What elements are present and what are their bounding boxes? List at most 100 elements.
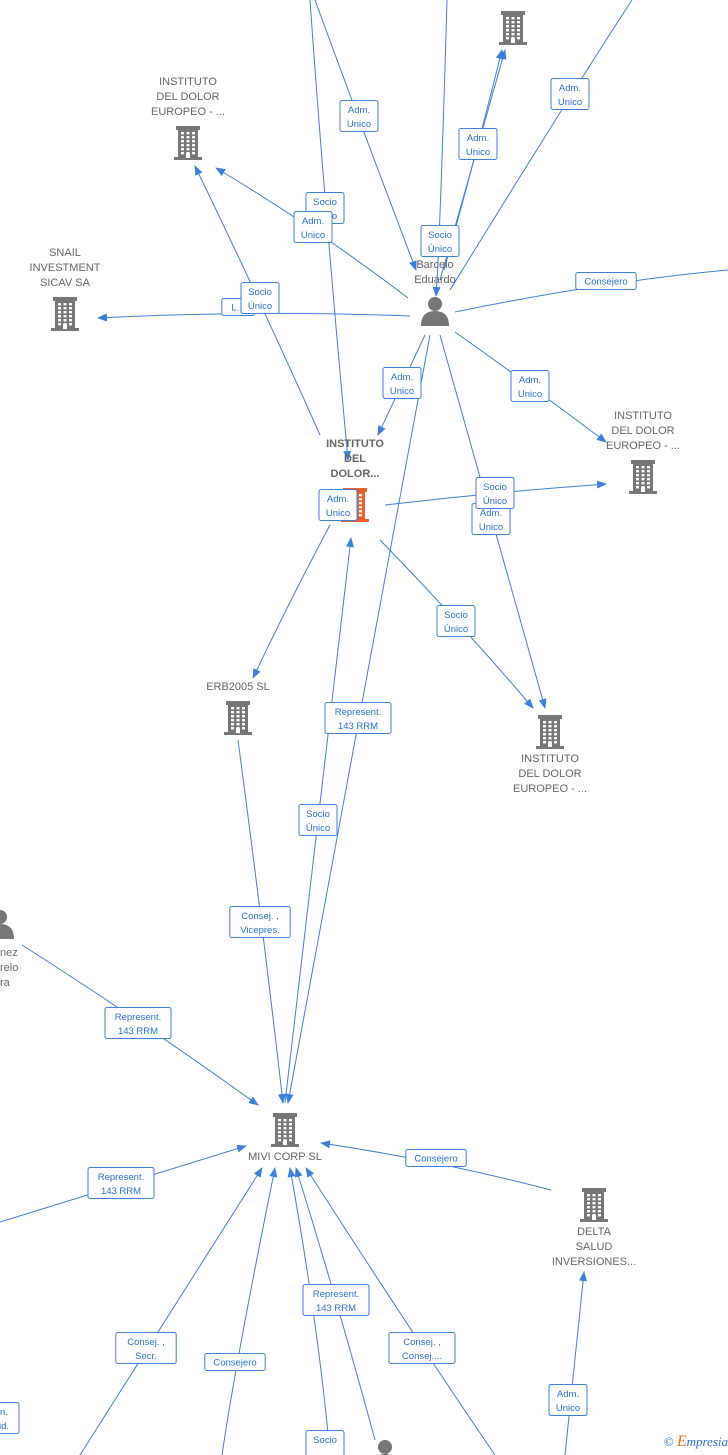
edge-label-text: n.: [0, 1407, 8, 1418]
edge-label-text: Socio: [428, 230, 452, 241]
node-label-line: INSTITUTO: [614, 410, 672, 422]
edge-label-0[interactable]: Adm.Unico: [339, 100, 379, 132]
brand-initial: E: [676, 1433, 687, 1450]
node-erb2005[interactable]: ERB2005 SL: [206, 681, 270, 735]
edge-label-text: Unico: [479, 522, 503, 533]
edge-label-27[interactable]: Socio...: [305, 1430, 345, 1455]
edge-label-text: Consejero: [414, 1154, 457, 1165]
edge-label-text: Socio: [306, 809, 330, 820]
edge-label-text: Unico: [466, 147, 490, 158]
edge-label-text: Socio: [313, 1435, 337, 1446]
node-label-line: nez: [0, 947, 18, 959]
node-label-line: DEL: [344, 453, 366, 465]
edge-label-19[interactable]: Consejero: [405, 1149, 467, 1167]
edge-label-15[interactable]: Represent.143 RRM: [324, 702, 392, 734]
building-icon: [174, 126, 202, 160]
edge-label-text: Único: [483, 496, 507, 507]
building-icon: [580, 1188, 608, 1222]
edge-label-text: Consejero: [213, 1358, 256, 1369]
edge-label-text: Adm.: [467, 133, 489, 144]
edge-label-text: 143 RRM: [118, 1026, 158, 1037]
edge-label-text: Adm.: [327, 494, 349, 505]
edge-label-text: Adm.: [348, 105, 370, 116]
edge-label-text: Represent.: [115, 1012, 161, 1023]
edge-label-17[interactable]: Consej. ,Vicepres.: [229, 906, 291, 938]
edge-label-text: 143 RRM: [316, 1303, 356, 1314]
edge-label-text: Represent.: [98, 1172, 144, 1183]
edge-label-text: Unico: [518, 389, 542, 400]
edge-label-24[interactable]: Consej. ,Consej....: [388, 1332, 456, 1364]
node-person-left[interactable]: nez relo ra: [0, 910, 18, 989]
person-icon: [378, 1440, 392, 1455]
edge-label-9[interactable]: Adm.Unico: [382, 367, 422, 399]
node-label-line: SNAIL: [49, 247, 81, 259]
edge-label-25[interactable]: Adm.Unico: [548, 1384, 588, 1416]
edge-label-text: id.: [0, 1421, 9, 1432]
person-icon: [0, 910, 14, 939]
edge-label-1[interactable]: Adm. Unico: [550, 78, 590, 110]
node-top-company[interactable]: EUROPEO - ...: [476, 0, 550, 45]
node-label-line: INSTITUTO: [326, 438, 384, 450]
edge-label-text: Único: [248, 301, 272, 312]
edge-label-text: Represent.: [313, 1289, 359, 1300]
edge-label-text: Socio: [248, 287, 272, 298]
edge-label-text: 143 RRM: [101, 1186, 141, 1197]
brand-watermark: © Empresia: [664, 1433, 728, 1451]
node-label-line: EUROPEO - ...: [513, 783, 587, 795]
node-mivi[interactable]: MIVI CORP SL: [248, 1113, 322, 1163]
node-label-line: DELTA: [577, 1226, 611, 1238]
node-delta[interactable]: DELTASALUDINVERSIONES...: [552, 1188, 636, 1268]
edge-label-2[interactable]: Adm. Unico: [458, 128, 498, 160]
node-label-line: SICAV SA: [40, 277, 91, 289]
edge-label-text: Secr.: [135, 1351, 157, 1362]
edge-label-text: Consej. ,: [241, 911, 279, 922]
edge-label-text: Unico: [390, 386, 414, 397]
edge-27: [564, 1271, 588, 1455]
edge-label-18[interactable]: Represent. 143 RRM: [104, 1007, 172, 1039]
person-icon: [421, 297, 449, 326]
node-label-line: INVESTMENT: [30, 262, 101, 274]
edge-label-6[interactable]: Consejero: [575, 272, 637, 290]
node-label-line: ERB2005 SL: [206, 681, 270, 693]
node-snail[interactable]: SNAIL INVESTMENT SICAV SA: [30, 247, 101, 331]
node-person-bottom[interactable]: [371, 1440, 399, 1455]
edge-label-text: Adm.: [480, 508, 502, 519]
edge-label-4[interactable]: Adm.Unico: [293, 211, 333, 243]
node-label-line: ra: [0, 977, 11, 989]
edge-label-13[interactable]: Adm.Unico: [318, 489, 358, 521]
node-label-line: relo: [0, 962, 18, 974]
building-icon: [224, 701, 252, 735]
edge-label-text: Único: [306, 823, 330, 834]
edge-label-text: Adm.: [302, 216, 324, 227]
node-barcelo[interactable]: RBarceloEduardo: [414, 244, 456, 326]
edge-label-23[interactable]: Consejero: [204, 1353, 266, 1371]
node-label-line: MIVI CORP SL: [248, 1151, 322, 1163]
edge-label-text: L...: [231, 303, 244, 314]
edge-label-text: ...: [321, 1449, 329, 1455]
edge-label-text: Consejero: [584, 277, 627, 288]
edge-label-21[interactable]: Represent. 143 RRM: [302, 1284, 370, 1316]
edge-label-text: Consej....: [402, 1351, 442, 1362]
node-label-line: INSTITUTO: [159, 76, 217, 88]
edge-label-20[interactable]: Represent. 143 RRM: [87, 1167, 155, 1199]
edge-label-text: Unico: [558, 97, 582, 108]
edge-label-text: Socio: [483, 482, 507, 493]
node-label-line: DEL DOLOR: [156, 91, 219, 103]
edge-label-text: Socio: [313, 197, 337, 208]
node-label-line: INVERSIONES...: [552, 1256, 636, 1268]
edge-label-10[interactable]: Adm.Unico: [510, 370, 550, 402]
edge-label-text: Adm.: [559, 83, 581, 94]
edge-label-26[interactable]: n. id.: [0, 1402, 20, 1434]
edge-26: [305, 1167, 496, 1455]
edge-label-22[interactable]: Consej. ,Secr.: [115, 1332, 177, 1364]
